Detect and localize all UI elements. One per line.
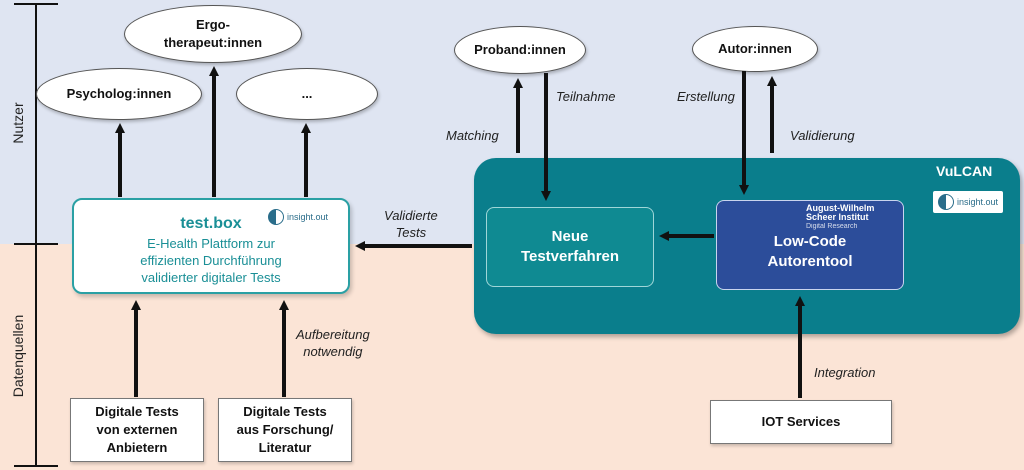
testbox-line3: validierter digitaler Tests: [141, 269, 281, 285]
iot-services-box: IOT Services: [710, 400, 892, 444]
validierte-line1: Validierte: [384, 208, 438, 223]
ergo-label-line2: therapeut:innen: [163, 35, 263, 50]
ergo-label-line1: Ergo-: [196, 17, 230, 32]
research-tests-box: Digitale Tests aus Forschung/ Literatur: [218, 398, 352, 462]
edge-label-validierte-tests: Validierte Tests: [384, 207, 438, 241]
external-line1: Digitale Tests: [95, 404, 179, 419]
vulcan-title: VuLCAN: [936, 163, 993, 179]
external-line3: Anbietern: [106, 440, 168, 455]
aufbereitung-line2: notwendig: [303, 344, 363, 359]
authors-node: Autor:innen: [692, 26, 818, 72]
edge-label-teilnahme: Teilnahme: [556, 89, 616, 104]
testbox-title: test.box: [180, 214, 242, 232]
aufbereitung-line1: Aufbereitung: [296, 327, 370, 342]
lane-axis: [14, 3, 58, 467]
probands-label: Proband:innen: [474, 42, 566, 57]
psychologists-node: Psycholog:innen: [36, 68, 202, 120]
external-line2: von externen: [96, 422, 178, 437]
testbox-line2: effizienten Durchführung: [140, 252, 282, 268]
insight-logo-icon: [268, 209, 284, 225]
institute-line1: August-Wilhelm: [806, 203, 875, 213]
ergotherapists-node: Ergo- therapeut:innen: [124, 5, 302, 63]
testbox-line1: E-Health Plattform zur: [147, 235, 275, 251]
research-line2: aus Forschung/: [236, 422, 334, 437]
institute-line2: Scheer Institut: [806, 212, 869, 222]
insight-logo-text: insight.out: [287, 212, 329, 222]
edge-label-aufbereitung: Aufbereitung notwendig: [296, 326, 370, 360]
external-tests-box: Digitale Tests von externen Anbietern: [70, 398, 204, 462]
vulcan-insight-logo: insight.out: [933, 191, 1004, 213]
institute-line3: Digital Research: [806, 223, 858, 230]
testbox: test.box E-Health Plattform zur effizien…: [72, 198, 350, 294]
edge-label-integration: Integration: [814, 365, 876, 380]
new-tests-line2: Testverfahren: [520, 248, 620, 265]
insight-logo-text: insight.out: [957, 197, 999, 207]
lowcode-box: Low-Code Autorentool: [716, 200, 904, 290]
authors-label: Autor:innen: [718, 41, 792, 56]
edge-label-matching: Matching: [446, 128, 499, 143]
edge-label-erstellung: Erstellung: [677, 89, 735, 104]
validierte-line2: Tests: [395, 225, 427, 240]
institute-logo: August-Wilhelm Scheer Institut Digital R…: [806, 204, 874, 231]
lowcode-line2: Autorentool: [767, 253, 853, 270]
more-users-label: ...: [301, 86, 313, 101]
research-line1: Digitale Tests: [243, 404, 327, 419]
new-tests-box: Neue Testverfahren: [486, 207, 654, 287]
iot-label: IOT Services: [761, 414, 841, 429]
new-tests-line1: Neue: [551, 228, 589, 245]
research-line3: Literatur: [258, 440, 312, 455]
more-users-node: ...: [236, 68, 378, 120]
edge-label-validierung: Validierung: [790, 128, 855, 143]
lowcode-line1: Low-Code: [773, 233, 847, 250]
testbox-insight-logo: insight.out: [268, 209, 328, 225]
insight-logo-icon: [938, 194, 954, 210]
probands-node: Proband:innen: [454, 26, 586, 74]
psychologists-label: Psycholog:innen: [66, 86, 172, 101]
